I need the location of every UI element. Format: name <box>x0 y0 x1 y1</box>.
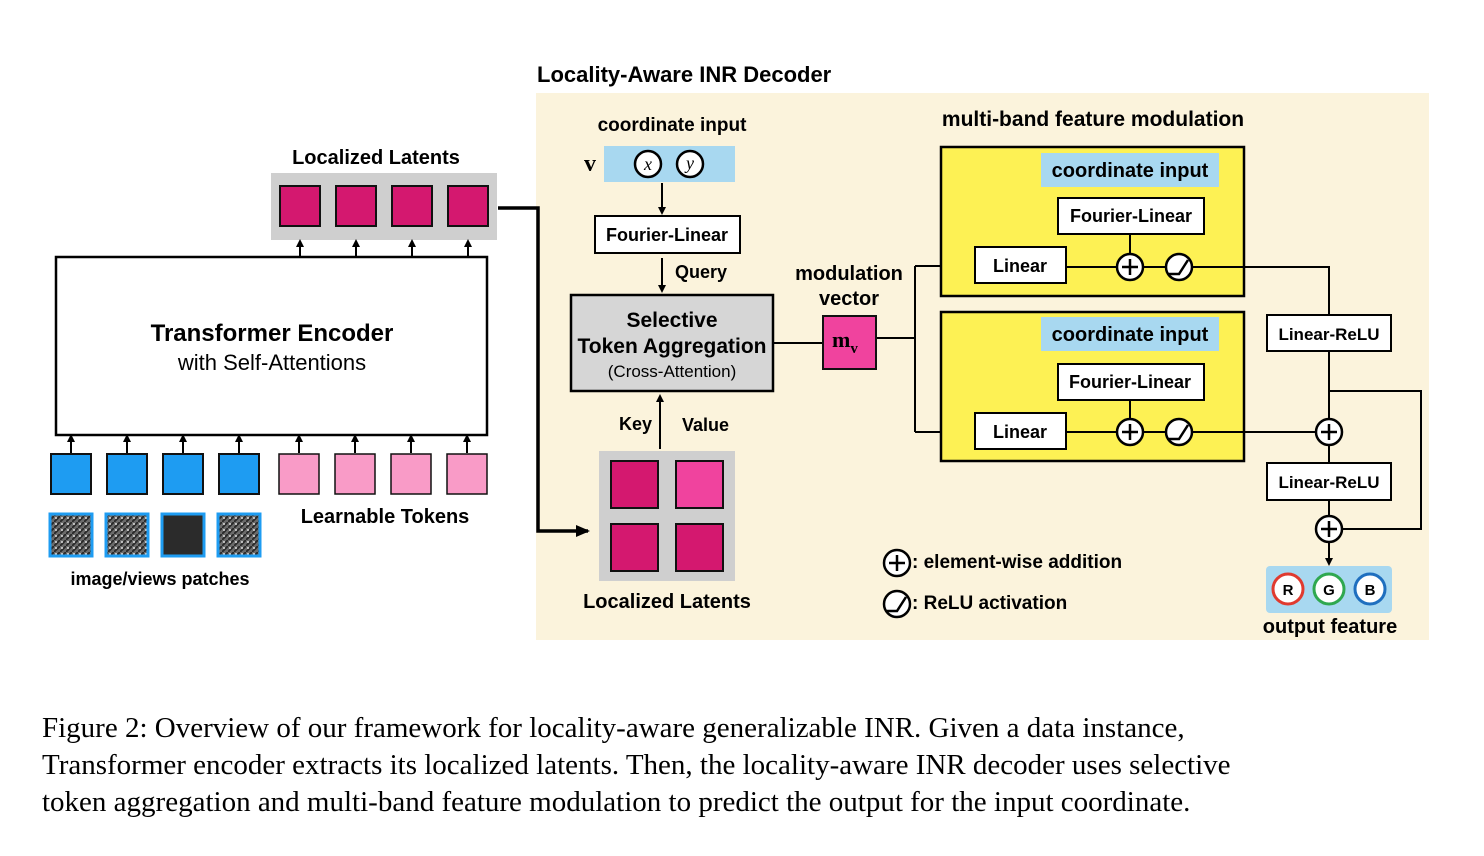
learnable-tokens <box>278 453 488 495</box>
band1-linear-box <box>974 246 1067 284</box>
legend-relu-label: : ReLU activation <box>912 593 1067 614</box>
query-label: Query <box>675 262 727 282</box>
output-feature-label: output feature <box>1263 616 1397 638</box>
band2-relu-icon <box>1164 417 1194 447</box>
decoder-latent-token <box>675 523 724 572</box>
output-g-node <box>1312 572 1346 606</box>
output-r-node <box>1271 572 1305 606</box>
selective-aggregation-box <box>569 293 775 393</box>
image-patch <box>216 512 262 558</box>
pipeline-add-icon-2 <box>1314 514 1344 544</box>
linear-relu-2-label: Linear-ReLU <box>1278 473 1379 492</box>
encoder-latent-tokens <box>279 185 489 227</box>
output-b-label: B <box>1365 582 1376 599</box>
mv-sub: v <box>850 341 858 357</box>
key-label: Key <box>619 414 652 434</box>
caption-line-3: token aggregation and multi-band feature… <box>42 786 1191 818</box>
encoder-latent-token <box>391 185 433 227</box>
output-r-label: R <box>1283 582 1294 599</box>
linear-relu-1-label: Linear-ReLU <box>1278 325 1379 344</box>
value-label: Value <box>682 415 729 435</box>
patch-token <box>218 453 260 495</box>
transformer-encoder-title: Transformer Encoder <box>151 320 394 347</box>
decoder-latents-label: Localized Latents <box>583 591 751 613</box>
encoder-input-arrows <box>67 434 471 453</box>
coordinate-input-label: coordinate input <box>598 115 748 136</box>
output-g-label: G <box>1323 582 1335 599</box>
encoder-output-arrows <box>296 239 472 257</box>
band1-fourier-label: Fourier-Linear <box>1070 206 1192 226</box>
band1-output-line <box>1192 266 1330 315</box>
image-patch <box>104 512 150 558</box>
coord-x: x <box>643 154 652 174</box>
band2-linear-box <box>974 412 1067 450</box>
coord-y-node <box>675 149 705 179</box>
learnable-token <box>278 453 320 495</box>
image-patch <box>160 512 206 558</box>
learnable-token <box>334 453 376 495</box>
mv-main: m <box>832 327 850 352</box>
transformer-encoder-subtitle: with Self-Attentions <box>177 350 366 375</box>
modulation-vector-line2: vector <box>819 288 879 310</box>
band1-coord-label: coordinate input <box>1052 160 1209 182</box>
caption-line-2: Transformer encoder extracts its localiz… <box>42 749 1231 781</box>
patch-token <box>106 453 148 495</box>
patch-tokens <box>50 453 260 495</box>
band2-coord-label: coordinate input <box>1052 324 1209 346</box>
figure-caption: Figure 2: Overview of our framework for … <box>42 710 1442 821</box>
encoder-latent-token <box>335 185 377 227</box>
band2-coord-box <box>1041 317 1219 351</box>
band2-fourier-box <box>1057 363 1205 401</box>
image-patches <box>48 512 262 558</box>
band2-add-icon <box>1115 417 1145 447</box>
modulation-vector-symbol: mv <box>832 327 858 357</box>
decoder-latent-token <box>610 460 659 509</box>
decoder-latent-token <box>610 523 659 572</box>
legend-addition-label: : element-wise addition <box>912 552 1122 573</box>
fourier-linear-label: Fourier-Linear <box>606 225 728 245</box>
band1-linear-label: Linear <box>993 256 1047 276</box>
patch-token <box>50 453 92 495</box>
caption-line-1: Figure 2: Overview of our framework for … <box>42 712 1185 744</box>
decoder-latent-token <box>675 460 724 509</box>
modulation-vector-box <box>822 315 877 370</box>
band2-linear-label: Linear <box>993 422 1047 442</box>
modulation-vector-line1: modulation <box>795 263 903 285</box>
latents-connection-arrow <box>498 206 590 537</box>
legend-add-icon <box>882 548 912 578</box>
image-patch <box>48 512 94 558</box>
coordinate-symbol: v <box>584 151 596 177</box>
image-patches-label: image/views patches <box>70 569 249 589</box>
framework-diagram: Locality-Aware INR Decoder Localized Lat… <box>48 62 1429 640</box>
skip-connection <box>1329 390 1422 530</box>
multi-band-title: multi-band feature modulation <box>942 108 1244 131</box>
transformer-encoder-box <box>54 255 489 437</box>
band1-coord-box <box>1041 153 1219 187</box>
selective-line2: Token Aggregation <box>578 335 767 358</box>
encoder-latent-token <box>279 185 321 227</box>
coord-y: y <box>684 153 694 173</box>
coordinate-input-box <box>604 146 735 182</box>
decoder-title: Locality-Aware INR Decoder <box>537 62 832 87</box>
encoder-latent-token <box>447 185 489 227</box>
learnable-tokens-label: Learnable Tokens <box>301 506 470 528</box>
learnable-token <box>446 453 488 495</box>
selective-line3: (Cross-Attention) <box>608 362 736 381</box>
fourier-linear-box <box>594 215 741 254</box>
band2-fourier-label: Fourier-Linear <box>1069 372 1191 392</box>
encoder-latents-label: Localized Latents <box>292 147 460 169</box>
band1-relu-icon <box>1164 252 1194 282</box>
learnable-token <box>390 453 432 495</box>
selective-line1: Selective <box>626 309 717 332</box>
band1-add-icon <box>1115 252 1145 282</box>
coord-x-node <box>633 149 663 179</box>
patch-token <box>162 453 204 495</box>
output-b-node <box>1353 572 1387 606</box>
pipeline-add-icon-1 <box>1314 417 1344 447</box>
legend-relu-icon <box>882 589 912 619</box>
